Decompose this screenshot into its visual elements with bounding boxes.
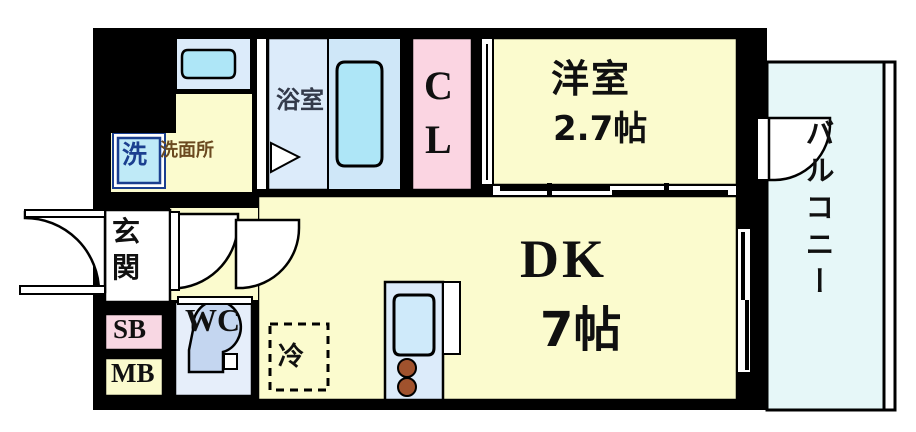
refrigerator-icon	[268, 322, 330, 392]
shoe-box-icon	[103, 312, 165, 352]
room-dk-sliding-door	[491, 183, 738, 197]
entrance-inner-door-leaf	[169, 211, 180, 291]
bathroom-door-arrow-icon	[270, 141, 302, 174]
balcony-area	[765, 60, 897, 412]
dk-door-swing-arc	[234, 218, 301, 290]
western-room-floor	[490, 36, 739, 187]
washroom-area	[109, 37, 254, 207]
balcony-sliding-window	[736, 227, 752, 374]
western-room-area	[480, 36, 739, 187]
kitchen-partition	[442, 281, 461, 355]
vanity-basin-icon	[180, 48, 237, 80]
balcony-door-swing-arc	[767, 116, 832, 182]
sliding-door-panel-b	[612, 190, 728, 195]
sliding-door-stile-b	[664, 183, 669, 195]
toilet-bowl-icon	[187, 299, 243, 374]
balcony-window-pane-a	[741, 232, 745, 300]
entrance-floor	[103, 208, 172, 304]
toilet-tank-icon	[223, 353, 238, 370]
sliding-door-panel-a	[500, 186, 610, 191]
bathtub-icon	[335, 60, 384, 168]
closet-floor	[410, 36, 474, 192]
kitchen-sink-icon	[392, 293, 436, 357]
stove-burner-icon-2	[397, 377, 417, 397]
toilet-door	[177, 296, 253, 305]
sliding-door-stile-a	[547, 183, 552, 195]
balcony-entry-door	[756, 116, 832, 182]
dk-floor	[256, 194, 739, 402]
balcony-railing	[882, 60, 897, 412]
bathroom-door-jamb	[255, 37, 268, 191]
washing-machine-icon	[116, 136, 162, 185]
balcony-window-pane-b	[745, 300, 749, 370]
stove-burner-icon-1	[397, 358, 417, 378]
refrigerator-space	[268, 322, 330, 392]
wall-corner-notch	[93, 28, 176, 133]
balcony-floor	[765, 60, 897, 412]
meter-box-icon	[103, 356, 165, 398]
closet-area	[410, 36, 474, 192]
bathroom-area	[255, 32, 403, 192]
kitchen-unit	[383, 280, 461, 402]
entrance-area	[19, 208, 301, 398]
balcony-door-leaf	[756, 117, 770, 181]
front-door-threshold	[19, 285, 106, 295]
front-door-leaf	[24, 209, 106, 218]
